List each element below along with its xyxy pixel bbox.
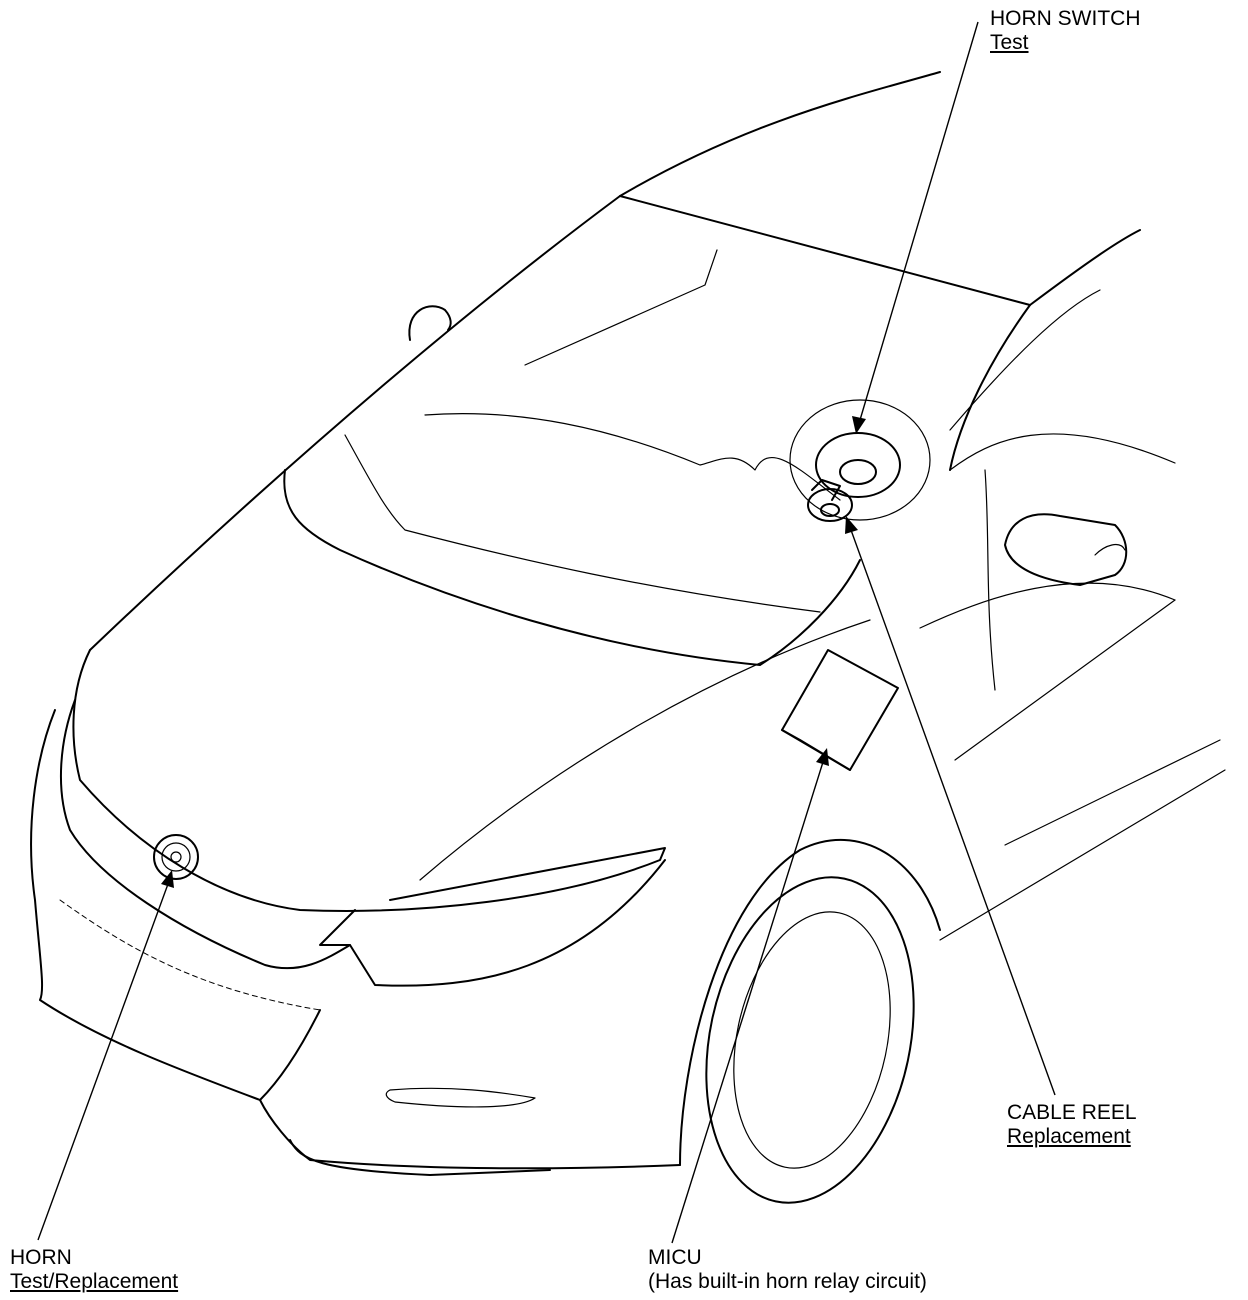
cable-reel xyxy=(807,488,853,522)
door-line-2 xyxy=(954,599,1176,761)
cable-reel-tab xyxy=(811,479,841,501)
micu-note: (Has built-in horn relay circuit) xyxy=(648,1270,927,1293)
horn-switch-pad xyxy=(815,432,901,498)
fog-light xyxy=(385,1087,536,1108)
micu-box-front xyxy=(781,649,899,771)
micu-box-side xyxy=(781,729,851,771)
vehicle-outline xyxy=(30,71,1226,1204)
hood-outline xyxy=(283,469,861,666)
leader-cable-reel xyxy=(850,529,1056,1096)
horn-outer xyxy=(153,834,199,880)
dashboard-line xyxy=(424,413,841,501)
window-edge xyxy=(1029,229,1141,306)
horn-switch-hub xyxy=(839,459,877,485)
bumper-dash xyxy=(59,899,321,1011)
bumper-left xyxy=(30,709,321,1101)
horn-test-replacement-link[interactable]: Test/Replacement xyxy=(10,1270,179,1293)
leader-horn xyxy=(37,883,169,1241)
front-wheel-rim xyxy=(733,911,891,1169)
hood-front-edge xyxy=(72,649,666,912)
leader-horn-switch xyxy=(859,21,979,421)
front-wheel xyxy=(705,876,915,1204)
a-pillar-right xyxy=(949,304,1031,471)
left-mirror xyxy=(408,305,452,341)
right-mirror-inner xyxy=(1094,543,1126,556)
cable-reel-label: CABLE REEL Replacement xyxy=(1007,1101,1137,1149)
grille-lower xyxy=(349,859,666,987)
horn-label: HORN Test/Replacement xyxy=(10,1246,178,1294)
bumper-right xyxy=(259,1099,681,1170)
cable-reel-replacement-link[interactable]: Replacement xyxy=(1007,1125,1131,1148)
windshield-reflection xyxy=(524,249,718,366)
door-line-1 xyxy=(1004,739,1221,846)
a-pillar-side xyxy=(984,469,996,691)
cable-reel-title: CABLE REEL xyxy=(1007,1101,1137,1124)
cable-reel-center xyxy=(820,503,840,517)
roof-line xyxy=(619,71,941,197)
micu-title: MICU xyxy=(648,1246,702,1269)
side-window xyxy=(949,289,1101,431)
micu-label: MICU (Has built-in horn relay circuit) xyxy=(648,1246,927,1294)
body-side-mid xyxy=(919,582,1176,629)
bumper-lower xyxy=(289,1139,551,1176)
horn-center xyxy=(170,851,182,863)
fender-line xyxy=(419,619,871,881)
leader-micu-arrowhead xyxy=(816,748,829,766)
leader-horn-switch-arrowhead xyxy=(852,416,866,434)
a-pillar-left xyxy=(89,195,621,651)
steering-wheel-outer xyxy=(789,399,931,521)
leader-lines xyxy=(37,21,1056,1244)
leader-micu xyxy=(671,761,824,1244)
grille-upper xyxy=(59,699,356,970)
horn-title: HORN xyxy=(10,1246,72,1269)
leader-horn-arrowhead xyxy=(161,870,174,888)
windshield-top xyxy=(619,195,1031,306)
hood-crease-left xyxy=(344,434,821,613)
horn-switch-label: HORN SWITCH Test xyxy=(990,7,1141,55)
horn-mid xyxy=(161,842,191,872)
horn-switch-title: HORN SWITCH xyxy=(990,7,1141,30)
body-side-upper xyxy=(949,433,1176,471)
horn-switch-test-link[interactable]: Test xyxy=(990,31,1029,54)
body-side-lower xyxy=(939,769,1226,941)
right-mirror xyxy=(1004,513,1128,586)
wheel-arch xyxy=(679,839,941,1166)
leader-cable-reel-arrowhead xyxy=(845,516,858,534)
